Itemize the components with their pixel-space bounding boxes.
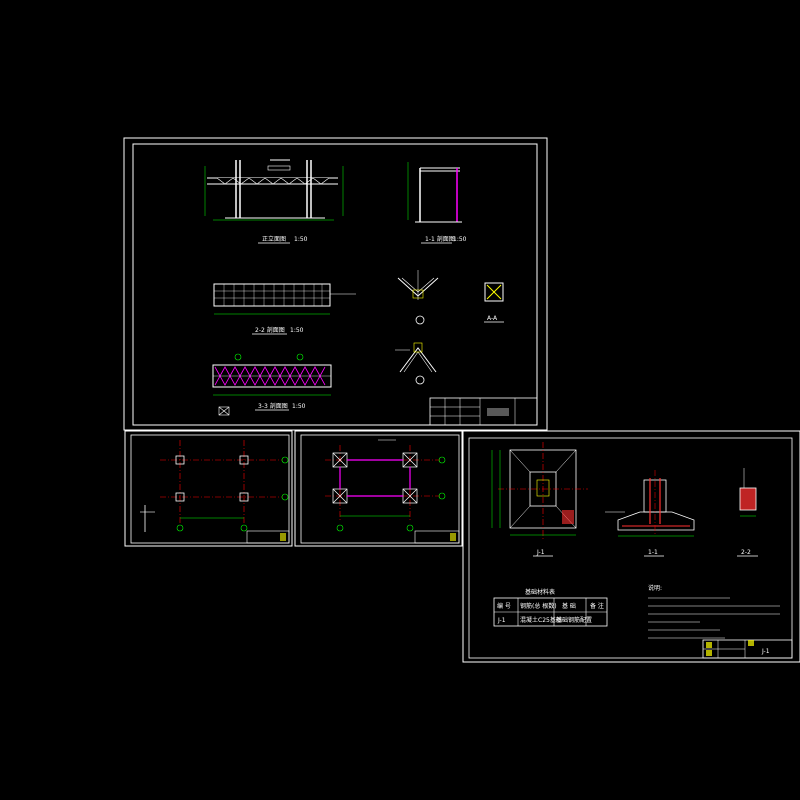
design-notes: 说明: <box>648 584 780 639</box>
table-title: 基础材料表 <box>525 588 555 596</box>
foundation-plan <box>325 439 446 532</box>
table-cell-1-1: J-1 <box>497 617 506 624</box>
section-3-3-scale: 1:50 <box>292 403 306 410</box>
material-table: 基础材料表 编 号 钢筋(总 根数) 基 础 备 注 J-1 混凝土C25基础 … <box>493 588 608 627</box>
sheet-4-title-block: J-1 <box>702 639 793 659</box>
section-2-2-footing-title: 2-2 <box>741 549 751 556</box>
section-a-a-title: A-A <box>487 315 498 322</box>
footing-section-2-2: 2-2 <box>737 468 758 557</box>
detail-2-marker <box>415 375 425 385</box>
node-detail-1 <box>397 270 439 325</box>
section-1-1-footing-title: 1-1 <box>648 549 658 556</box>
node-detail-2 <box>395 342 437 385</box>
table-cell-1-3: 基础钢筋配置 <box>556 616 592 624</box>
sheet-1-outer-border <box>123 137 548 431</box>
section-2-2-title: 2-2 剖面图 <box>255 326 285 334</box>
section-1-1-scale: 1:50 <box>453 236 467 243</box>
elevation-title: 正立面图 <box>262 235 286 243</box>
sheet-3-title-block <box>414 530 460 544</box>
section-1-1-title: 1-1 剖面图 <box>425 235 455 243</box>
sheet-4-number: J-1 <box>761 648 770 655</box>
section-1-1-view: 1-1 剖面图 1:50 <box>407 162 467 244</box>
section-a-a-view: A-A <box>484 282 504 323</box>
truss-web <box>216 177 330 185</box>
footing-section-1-1: 1-1 <box>605 470 695 557</box>
elevation-scale: 1:50 <box>294 236 308 243</box>
sheet-2 <box>124 430 293 547</box>
sheet-4: J-1 1-1 2-2 说明: <box>462 430 800 663</box>
front-elevation-view: 正立面图 1:50 <box>204 159 344 244</box>
section-3-3-view: 3-3 剖面图 1:50 <box>212 353 332 416</box>
sheet-2-title-block <box>246 530 290 544</box>
table-header-2: 钢筋(总 根数) <box>520 602 557 610</box>
detail-1-marker <box>415 315 425 325</box>
section-3-3-title: 3-3 剖面图 <box>258 402 288 410</box>
notes-title: 说明: <box>648 584 662 592</box>
column-plan <box>140 440 289 532</box>
table-header-1: 编 号 <box>497 602 511 610</box>
table-cell-1-2: 混凝土C25基础 <box>520 616 562 624</box>
section-2-2-scale: 1:50 <box>290 327 304 334</box>
table-header-4: 备 注 <box>590 602 604 610</box>
sheet-1-title-block <box>429 397 538 426</box>
sheet-1-inner-border <box>132 143 538 426</box>
table-header-3: 基 础 <box>562 602 576 610</box>
footing-plan-j1: J-1 <box>491 442 588 557</box>
plan-j1-title: J-1 <box>536 549 545 556</box>
sheet-1: 正立面图 1:50 1-1 剖面图 1:50 <box>123 137 548 431</box>
sheet-3 <box>294 430 463 547</box>
section-2-2-view: 2-2 剖面图 1:50 <box>213 283 356 335</box>
